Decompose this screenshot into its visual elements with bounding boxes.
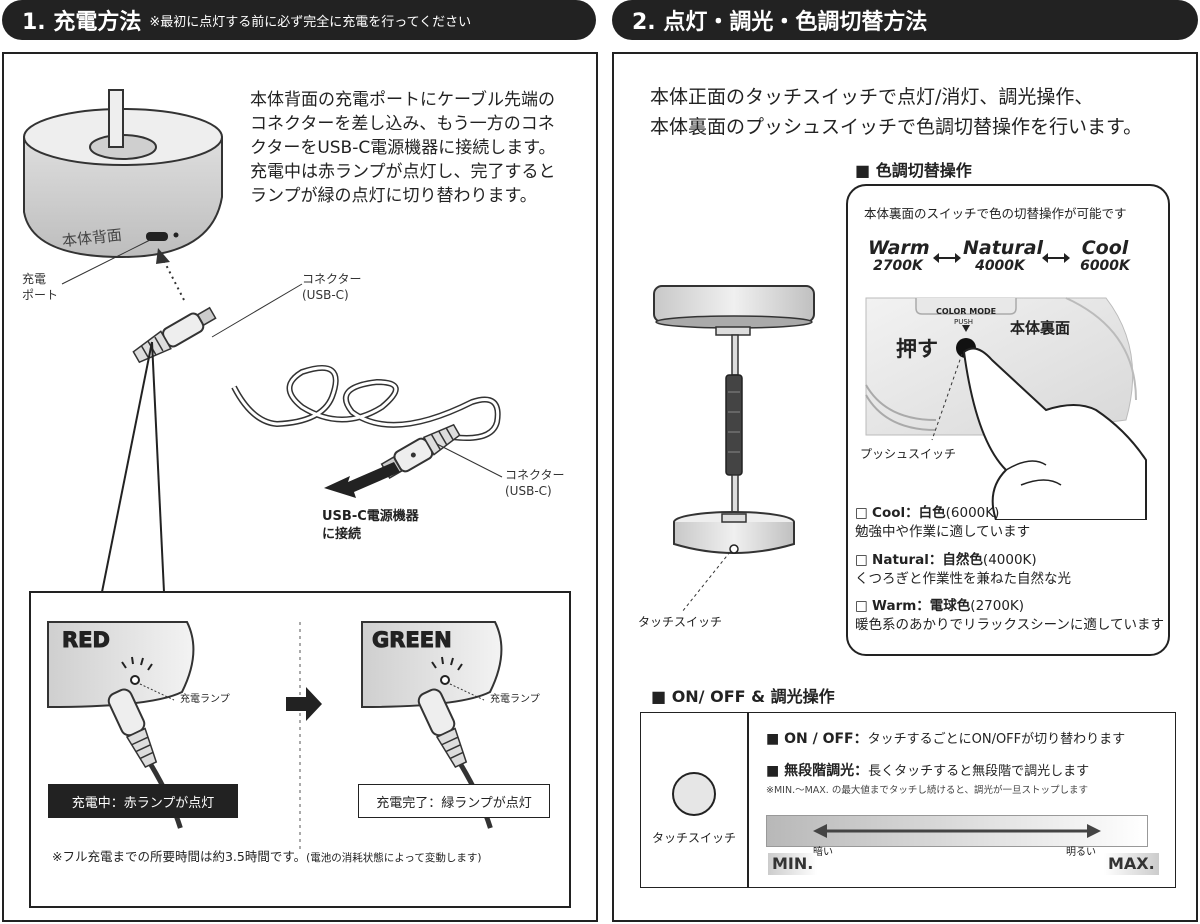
- option-warm-desc: 暖色系のあかりでリラックスシーンに適しています: [855, 616, 1165, 633]
- option-cool: □ Cool：白色(6000K) 勉強中や作業に適しています: [855, 504, 1030, 542]
- onoff-head: ■ ON / OFF：: [766, 731, 868, 747]
- touch-switch-label: タッチスイッチ: [652, 831, 737, 845]
- section2-title: 2. 点灯・調光・色調切替方法: [632, 10, 928, 35]
- color-mode-label: COLOR MODE: [936, 307, 997, 316]
- lamp-label-green: 充電ランプ: [490, 694, 540, 705]
- usb-label: USB-C電源機器 に接続: [322, 508, 419, 543]
- checkbox-icon: □: [855, 552, 873, 568]
- red-base-detail: [47, 621, 195, 709]
- option-warm-kelvin: (2700K): [970, 598, 1025, 614]
- connector-label-1-line-1: コネクター: [302, 272, 362, 286]
- dim-line: ■ 無段階調光：長くタッチすると無段階で調光します: [766, 762, 1089, 781]
- section1-header: 1. 充電方法 ※最初に点灯する前に必ず完全に充電を行ってください: [2, 0, 596, 40]
- back-label: 本体裏面: [1010, 319, 1071, 337]
- dim-head: ■ 無段階調光：: [766, 763, 869, 779]
- usb-label-line-1: USB-C電源機器: [322, 509, 419, 524]
- done-status-box: 充電完了：緑ランプが点灯: [358, 784, 550, 818]
- arrow-natural-cool-icon: [1042, 249, 1070, 263]
- checkbox-icon: □: [855, 598, 873, 614]
- section1-note: ※最初に点灯する前に必ず完全に充電を行ってください: [149, 14, 472, 30]
- bright-label: 明るい: [1066, 847, 1096, 858]
- mode-cool-kelvin: 6000K: [1080, 257, 1130, 274]
- option-natural-desc: くつろぎと作業性を兼ねた自然な光: [855, 570, 1071, 587]
- port-label-line-2: ポート: [22, 287, 59, 302]
- mode-cool-name: Cool: [1081, 237, 1129, 259]
- onoff-divider: [747, 713, 749, 887]
- connector-label-1-line-2: (USB-C): [302, 287, 349, 302]
- usb-label-line-2: に接続: [322, 526, 362, 542]
- charge-time-footnote: ※フル充電までの所要時間は約3.5時間です。(電池の消耗状態によって変動します): [52, 849, 481, 866]
- back-view-illustration: [865, 297, 1147, 520]
- dim-note: ※MIN.〜MAX. の最大値までタッチし続けると、調光が一旦ストップします: [766, 785, 1088, 796]
- min-label: MIN.: [768, 853, 818, 875]
- color-heading: ■ 色調切替操作: [855, 161, 972, 180]
- option-cool-head: Cool：白色: [872, 505, 946, 521]
- arrow-warm-natural-icon: [933, 249, 961, 263]
- connector-label-2-line-2: (USB-C): [505, 483, 552, 498]
- desc-line-5: ランプが緑の点灯に切り替わります。: [250, 186, 537, 206]
- dark-label: 暗い: [813, 847, 833, 858]
- checkbox-icon: □: [855, 505, 873, 521]
- color-box-title: 本体裏面のスイッチで色の切替操作が可能です: [864, 206, 1127, 221]
- desc-line-4: 充電中は赤ランプが点灯し、完了すると: [250, 162, 556, 182]
- charging-description: 本体背面の充電ポートにケーブル先端の コネクターを差し込み、もう一方のコネ クタ…: [250, 88, 580, 208]
- intro-line-1: 本体正面のタッチスイッチで点灯/消灯、調光操作、: [650, 86, 1094, 108]
- connector-label-2: コネクター (USB-C): [505, 468, 565, 499]
- press-label: 押す: [896, 337, 938, 361]
- port-label: 充電 ポート: [22, 272, 58, 303]
- desk-lamp-illustration: [653, 285, 815, 613]
- color-mode-box: [846, 184, 1170, 656]
- section2-header: 2. 点灯・調光・色調切替方法: [612, 0, 1198, 40]
- charging-illustration: [23, 89, 571, 908]
- touch-switch-icon: [672, 772, 716, 816]
- onoff-desc: タッチするごとにON/OFFが切り替わります: [867, 732, 1126, 747]
- mode-natural-name: Natural: [963, 237, 1044, 259]
- option-cool-desc: 勉強中や作業に適しています: [855, 523, 1031, 540]
- touch-switch-label-lamp: タッチスイッチ: [638, 615, 723, 629]
- max-label: MAX.: [1104, 853, 1159, 875]
- option-warm-head: Warm：電球色: [872, 598, 971, 614]
- section2-intro: 本体正面のタッチスイッチで点灯/消灯、調光操作、 本体裏面のプッシュスイッチで色…: [650, 82, 1142, 142]
- option-warm: □ Warm：電球色(2700K) 暖色系のあかりでリラックスシーンに適していま…: [855, 597, 1164, 635]
- option-cool-kelvin: (6000K): [945, 505, 1000, 521]
- connector-label-1: コネクター (USB-C): [302, 272, 362, 303]
- option-natural-kelvin: (4000K): [982, 552, 1037, 568]
- intro-line-2: 本体裏面のプッシュスイッチで色調切替操作を行います。: [650, 116, 1143, 138]
- push-label: PUSH: [954, 318, 974, 326]
- mode-natural-kelvin: 4000K: [975, 257, 1025, 274]
- dimming-gradient-bar: [766, 815, 1148, 847]
- mode-warm: Warm 2700K: [868, 237, 930, 274]
- lamp-label-red: 充電ランプ: [180, 694, 230, 705]
- green-tag: GREEN: [372, 628, 453, 653]
- mode-natural: Natural 4000K: [963, 237, 1044, 274]
- connector-label-2-line-1: コネクター: [505, 468, 565, 482]
- mode-cool: Cool 6000K: [1074, 238, 1136, 274]
- green-base-detail: [361, 621, 503, 709]
- desc-line-1: 本体背面の充電ポートにケーブル先端の: [250, 90, 555, 110]
- charging-status-box: 充電中：赤ランプが点灯: [48, 784, 238, 818]
- desc-line-3: クターをUSB-C電源機器に接続します。: [250, 138, 556, 158]
- port-label-line-1: 充電: [22, 272, 47, 286]
- push-switch-label: プッシュスイッチ: [860, 447, 957, 461]
- desc-line-2: コネクターを差し込み、もう一方のコネ: [250, 114, 555, 134]
- mode-warm-name: Warm: [868, 237, 930, 259]
- mode-warm-kelvin: 2700K: [873, 257, 923, 274]
- section1-title: 1. 充電方法: [22, 10, 142, 35]
- option-natural: □ Natural：自然色(4000K) くつろぎと作業性を兼ねた自然な光: [855, 551, 1071, 589]
- option-natural-head: Natural：自然色: [872, 552, 983, 568]
- red-tag: RED: [62, 628, 111, 653]
- onoff-heading: ■ ON/ OFF & 調光操作: [651, 687, 835, 706]
- dim-desc: 長くタッチすると無段階で調光します: [868, 764, 1090, 779]
- onoff-box: [640, 712, 1176, 888]
- footnote-main: ※フル充電までの所要時間は約3.5時間です。: [52, 849, 307, 864]
- onoff-line: ■ ON / OFF：タッチするごとにON/OFFが切り替わります: [766, 730, 1125, 749]
- footnote-sub: (電池の消耗状態によって変動します): [306, 852, 482, 864]
